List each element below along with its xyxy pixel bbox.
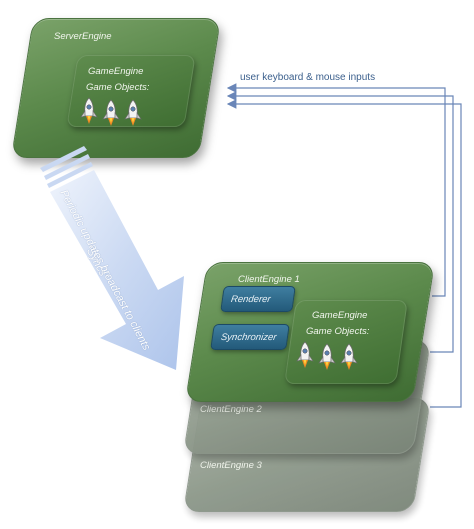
rocket-icon: [340, 343, 358, 370]
client-game-objects-label: Game Objects:: [306, 326, 370, 337]
client-engine-3-title: ClientEngine 3: [200, 460, 262, 471]
renderer-box: Renderer: [220, 286, 296, 312]
input-line-client3: [226, 99, 462, 408]
server-engine-title: ServerEngine: [54, 31, 112, 42]
sync-arrow-stripe: [40, 146, 87, 172]
client-engine-1-title: ClientEngine 1: [238, 274, 300, 285]
rocket-icon: [102, 99, 120, 126]
client-engine-2-title: ClientEngine 2: [200, 404, 262, 415]
synchronizer-box: Synchronizer: [210, 324, 290, 350]
input-line-client2: [226, 91, 454, 353]
inputs-label: user keyboard & mouse inputs: [240, 72, 376, 83]
sync-arrow-stripe: [44, 154, 90, 180]
server-game-objects-label: Game Objects:: [86, 82, 150, 93]
input-line-client1: [226, 83, 446, 297]
sync-arrow-body: [50, 170, 184, 370]
server-game-engine-label: GameEngine: [88, 66, 144, 77]
rocket-icon: [318, 343, 336, 370]
rocket-icon: [80, 97, 98, 124]
sync-arrow-stripe: [47, 162, 93, 188]
rocket-icon: [124, 99, 142, 126]
client-game-engine-label: GameEngine: [312, 310, 368, 321]
rocket-icon: [296, 341, 314, 368]
